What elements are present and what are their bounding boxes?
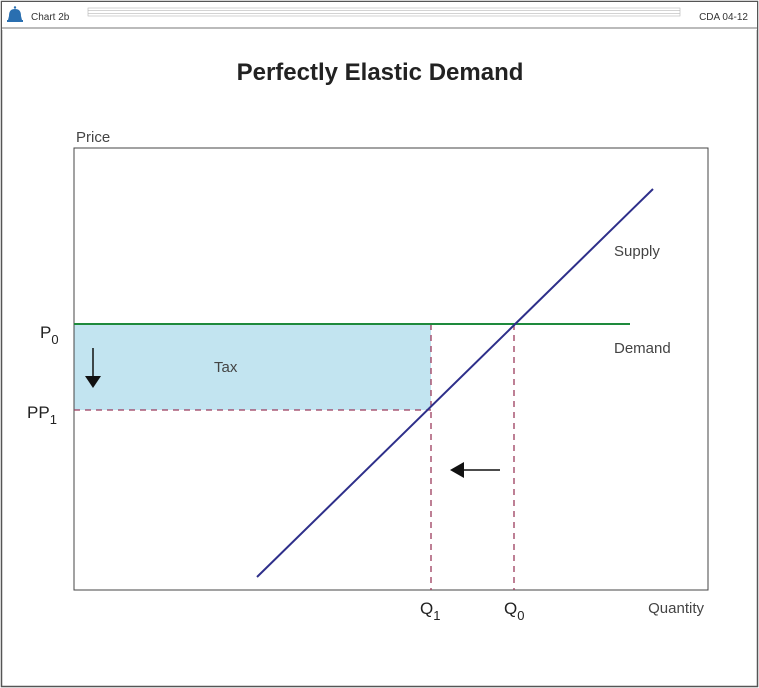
down-arrow-icon: [85, 348, 101, 388]
header-stripes: [87, 7, 681, 17]
supply-label: Supply: [614, 243, 660, 260]
y-axis-label: Price: [76, 129, 110, 146]
header-right-label: CDA 04-12: [699, 12, 748, 23]
x-axis-label: Quantity: [648, 600, 704, 617]
header-left-label: Chart 2b: [31, 12, 70, 23]
q1-label: Q1: [420, 599, 440, 623]
tax-label: Tax: [214, 359, 238, 376]
pp1-label: PP1: [27, 403, 57, 427]
p0-label: P0: [40, 323, 59, 347]
chart-title: Perfectly Elastic Demand: [237, 59, 524, 86]
tax-area: [74, 324, 431, 410]
q0-label: Q0: [504, 599, 524, 623]
plot-frame: [73, 147, 709, 591]
bell-icon: [7, 6, 23, 22]
demand-label: Demand: [614, 340, 671, 357]
left-arrow-icon: [450, 462, 500, 478]
supply-line: [256, 188, 654, 578]
